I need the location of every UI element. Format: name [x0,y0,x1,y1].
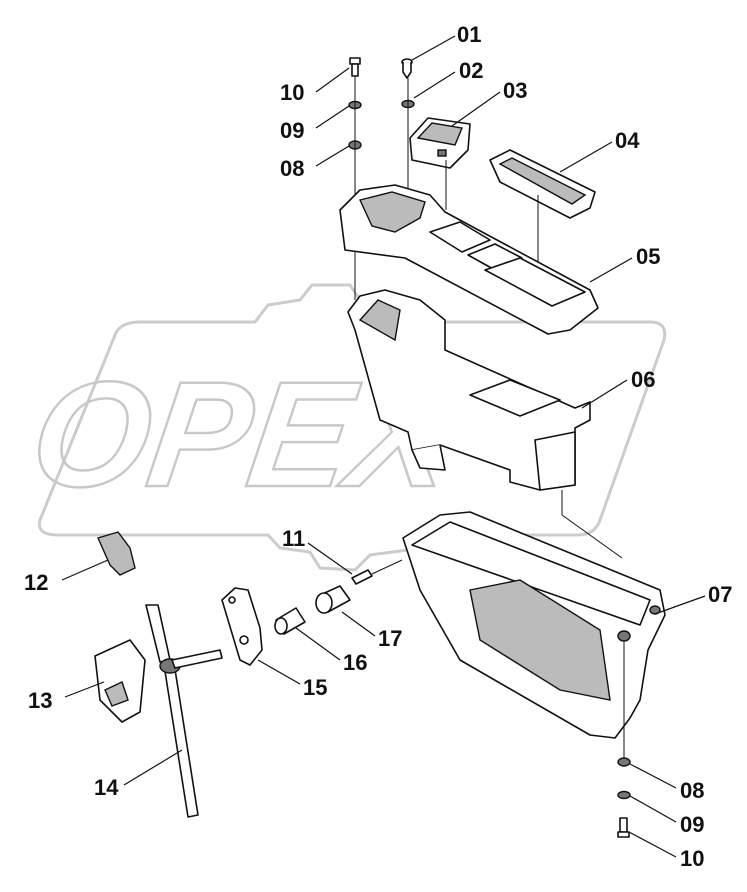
callout-07: 07 [708,582,732,607]
screw-top [401,58,413,79]
console-cover [339,184,599,335]
callout-05: 05 [636,244,660,269]
callout-09-bottom: 09 [680,812,704,837]
callout-labels: 01 02 03 04 05 06 07 10 09 08 08 09 10 1… [24,22,732,871]
cover-plate [94,639,146,723]
storage-tray [489,149,596,290]
callout-09-top: 09 [280,118,304,143]
callout-08-top: 08 [280,156,304,181]
side-cover [402,511,666,760]
callout-04: 04 [615,128,640,153]
lever [145,604,223,818]
callout-12: 12 [24,570,48,595]
callout-17: 17 [378,626,402,651]
callout-11: 11 [282,526,305,551]
bolt-top [349,57,361,77]
callout-03: 03 [503,78,527,103]
lever-knob [97,531,136,576]
washer-bottom [617,757,631,767]
console-frame [347,289,623,559]
watermark-frame [37,283,667,572]
callout-08-bottom: 08 [680,778,704,803]
bolt-bottom [617,817,630,838]
bushing [274,607,306,635]
callout-02: 02 [459,58,483,83]
callout-16: 16 [343,650,367,675]
pin [351,559,403,585]
callout-10-bottom: 10 [680,846,704,871]
leader-lines [61,35,706,858]
callout-13: 13 [28,688,52,713]
callout-14: 14 [94,775,119,800]
callout-10-top: 10 [280,80,304,105]
lock-washer-bottom [617,790,631,800]
switch-block [409,117,471,210]
bracket [221,587,263,666]
callout-01: 01 [457,22,481,47]
damper [315,585,351,614]
callout-15: 15 [303,675,327,700]
callout-06: 06 [631,367,655,392]
